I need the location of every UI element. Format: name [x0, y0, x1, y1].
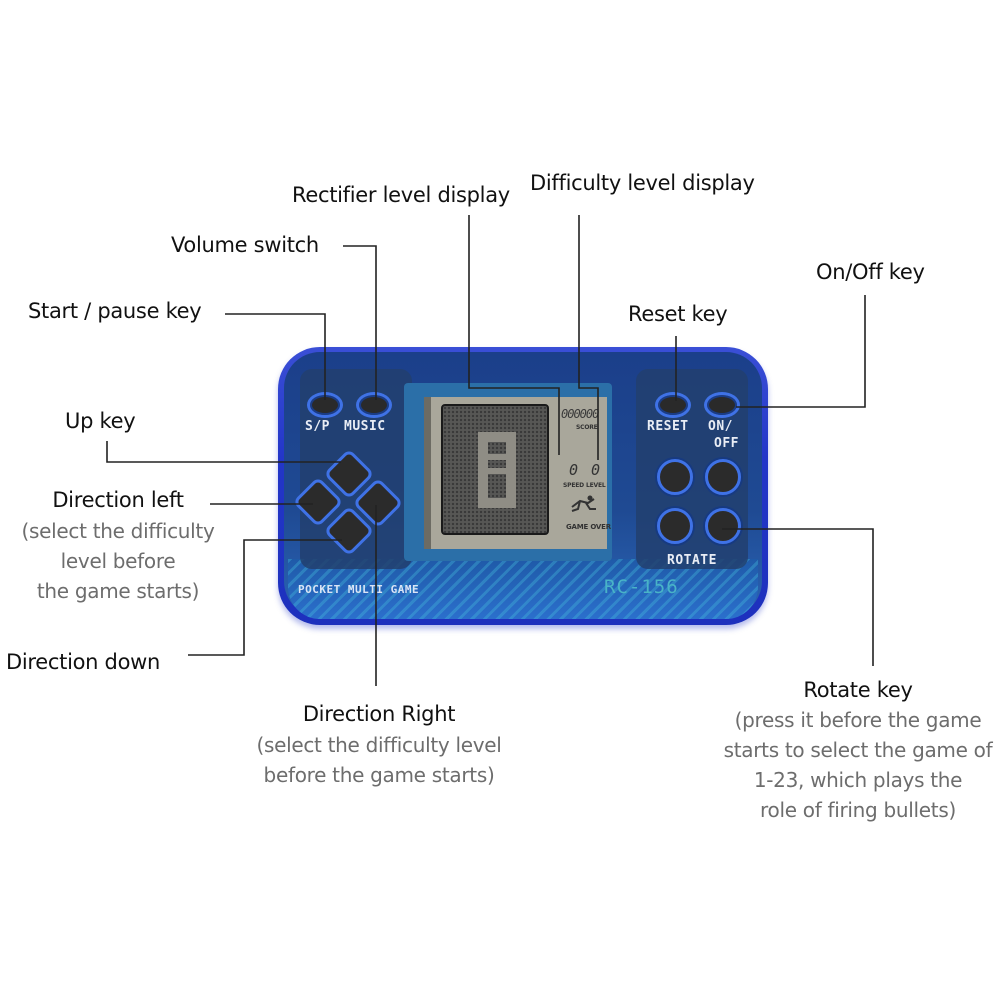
note-rotate-key-2: starts to select the game of: [723, 738, 993, 762]
on-off-button[interactable]: [704, 392, 740, 418]
note-direction-right-2: before the game starts): [263, 763, 495, 787]
note-direction-left-3: the game starts): [36, 579, 200, 603]
note-rotate-key-4: role of firing bullets): [760, 798, 956, 822]
block: [506, 432, 516, 508]
note-rotate-key-3: 1-23, which plays the: [753, 768, 963, 792]
score-label: SCORE: [576, 424, 598, 431]
label-direction-left: Direction left: [52, 488, 184, 512]
action-button-bottom-left[interactable]: [657, 508, 693, 544]
label-on-off-key: On/Off key: [816, 260, 925, 284]
on-label: ON/: [708, 419, 733, 434]
label-volume-switch: Volume switch: [171, 233, 319, 257]
label-difficulty-level-display: Difficulty level display: [530, 171, 755, 195]
speed-value: 0: [569, 461, 579, 479]
block: [488, 468, 506, 474]
running-man-icon: [571, 495, 596, 512]
off-label: OFF: [714, 436, 739, 451]
action-button-top-right[interactable]: [705, 459, 741, 495]
note-rotate-key-1: (press it before the game: [734, 708, 982, 732]
rotate-button[interactable]: [705, 508, 741, 544]
sp-label: S/P: [305, 419, 330, 434]
action-button-top-left[interactable]: [657, 459, 693, 495]
block: [478, 498, 516, 508]
label-direction-down: Direction down: [6, 650, 161, 674]
label-up-key: Up key: [65, 409, 136, 433]
model-number: RC-156: [604, 576, 679, 598]
block: [488, 454, 506, 460]
level-value: 0: [591, 461, 601, 479]
tetris-playfield: [441, 404, 549, 535]
note-direction-left-2: level before: [60, 549, 176, 573]
brand-text: POCKET MULTI GAME: [298, 583, 420, 596]
block: [478, 432, 488, 508]
label-reset-key: Reset key: [628, 302, 728, 326]
rotate-label: ROTATE: [667, 553, 717, 568]
reset-button[interactable]: [655, 392, 691, 418]
handheld-game-console: S/P MUSIC 000000 SCORE 0 0 SPEED LEVEL G…: [278, 347, 768, 625]
score-display: 000000: [561, 407, 599, 421]
level-label: LEVEL: [586, 482, 606, 489]
lcd-screen: 000000 SCORE 0 0 SPEED LEVEL GAME OVER: [424, 397, 611, 549]
speed-label: SPEED: [563, 482, 584, 489]
label-direction-right: Direction Right: [302, 702, 456, 726]
start-pause-button[interactable]: [307, 392, 343, 418]
note-direction-right-1: (select the difficulty level: [256, 733, 502, 757]
music-button[interactable]: [356, 392, 392, 418]
game-over-label: GAME OVER: [566, 523, 611, 531]
reset-label: RESET: [647, 419, 689, 434]
label-rotate-key: Rotate key: [803, 678, 913, 702]
label-start-pause-key: Start / pause key: [28, 299, 202, 323]
label-rectifier-level-display: Rectifier level display: [292, 183, 510, 207]
circuit-board-area: [288, 559, 758, 619]
note-direction-left-1: (select the difficulty: [21, 519, 215, 543]
music-label: MUSIC: [344, 419, 386, 434]
